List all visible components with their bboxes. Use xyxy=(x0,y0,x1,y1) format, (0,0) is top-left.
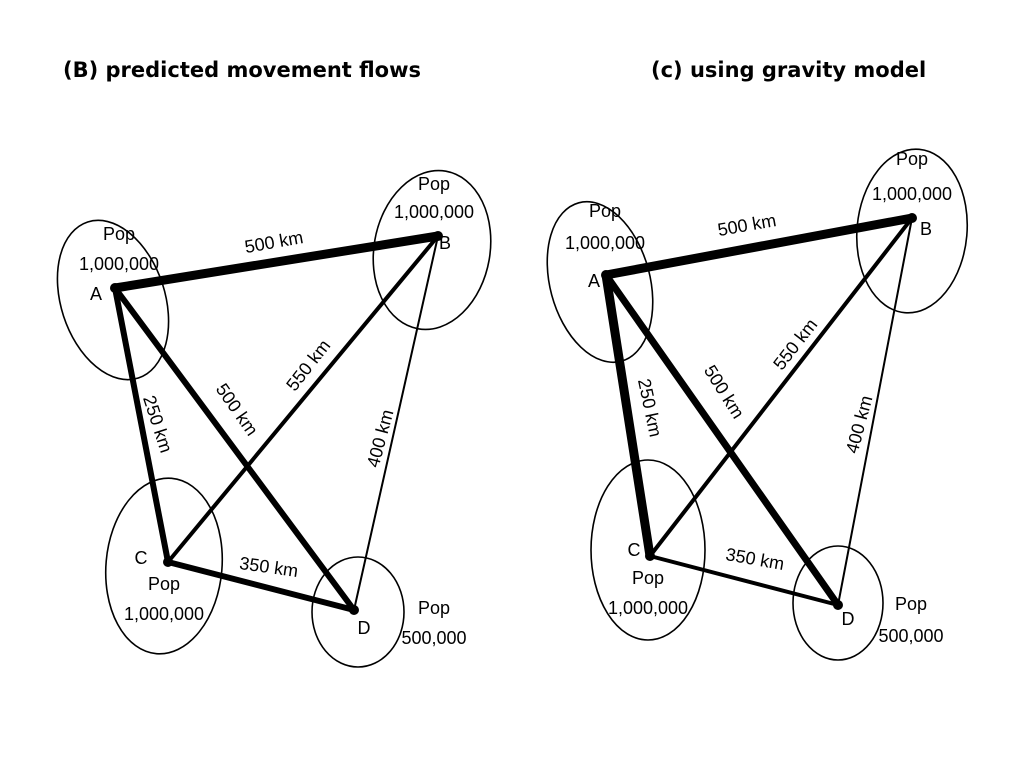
heading-gravity-model: (c) using gravity model xyxy=(651,58,927,82)
node-label-c: C xyxy=(135,548,148,568)
pop-label-d: Pop xyxy=(895,594,927,614)
pop-value-d: 500,000 xyxy=(401,628,466,648)
flow-line-cd xyxy=(165,559,357,613)
flow-line-ab xyxy=(601,213,917,280)
pop-value-d: 500,000 xyxy=(878,626,943,646)
distance-label-ac: 250 km xyxy=(634,377,666,439)
flow-line-ad xyxy=(112,285,357,613)
node-circle-b xyxy=(855,148,969,314)
pop-value-b: 1,000,000 xyxy=(872,184,952,204)
pop-label-d: Pop xyxy=(418,598,450,618)
distance-label-cd: 350 km xyxy=(238,553,299,581)
node-circle-c xyxy=(104,477,224,655)
distance-label-ab: 500 km xyxy=(243,227,305,257)
flow-line-ac xyxy=(601,270,655,561)
distance-label-bc: 550 km xyxy=(282,336,334,395)
flow-line-ab xyxy=(110,231,443,293)
node-label-c: C xyxy=(628,540,641,560)
node-point-b xyxy=(433,231,443,241)
pop-label-b: Pop xyxy=(896,149,928,169)
pop-label-c: Pop xyxy=(148,574,180,594)
node-point-c xyxy=(163,557,173,567)
node-label-d: D xyxy=(842,609,855,629)
node-circle-d xyxy=(311,556,405,668)
heading-predicted-flows: (B) predicted movement flows xyxy=(63,58,422,82)
node-point-d xyxy=(349,605,359,615)
node-point-b xyxy=(907,213,917,223)
node-point-a xyxy=(110,283,120,293)
node-point-a xyxy=(601,270,611,280)
distance-label-ab: 500 km xyxy=(716,210,778,240)
node-label-d: D xyxy=(358,618,371,638)
pop-value-c: 1,000,000 xyxy=(124,604,204,624)
pop-label-a: Pop xyxy=(103,224,135,244)
pop-value-a: 1,000,000 xyxy=(79,254,159,274)
flow-line-ac xyxy=(112,285,171,565)
node-label-a: A xyxy=(90,284,102,304)
node-label-a: A xyxy=(588,271,600,291)
node-point-c xyxy=(645,551,655,561)
distance-label-bd: 400 km xyxy=(842,393,877,455)
node-point-d xyxy=(833,600,843,610)
flow-line-cd xyxy=(648,554,840,607)
pop-value-a: 1,000,000 xyxy=(565,233,645,253)
flow-line-bd xyxy=(353,235,439,611)
flow-line-bc xyxy=(166,234,440,564)
pop-label-c: Pop xyxy=(632,568,664,588)
node-circle-d xyxy=(792,545,884,661)
pop-value-c: 1,000,000 xyxy=(608,598,688,618)
node-label-b: B xyxy=(439,233,451,253)
flow-line-bc xyxy=(648,216,914,558)
pop-label-b: Pop xyxy=(418,174,450,194)
distance-label-cd: 350 km xyxy=(724,544,786,574)
flow-line-bd xyxy=(837,217,913,606)
node-circle-c xyxy=(590,459,706,641)
flow-line-ad xyxy=(602,271,842,609)
node-label-b: B xyxy=(920,219,932,239)
pop-value-b: 1,000,000 xyxy=(394,202,474,222)
pop-label-a: Pop xyxy=(589,201,621,221)
